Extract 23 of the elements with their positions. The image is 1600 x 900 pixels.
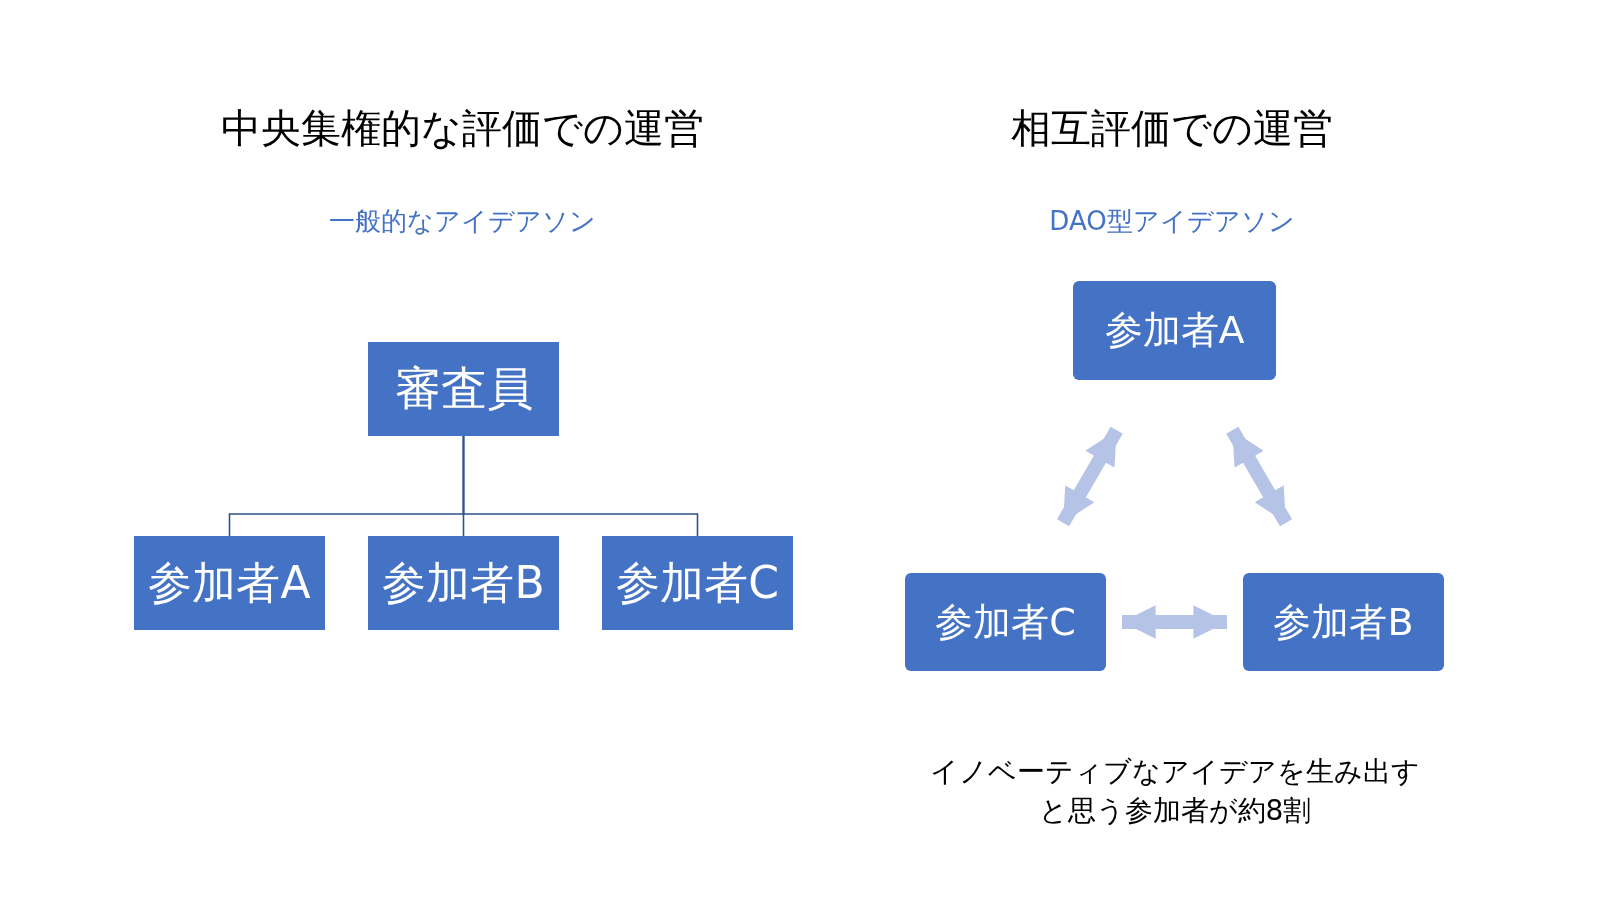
participant-box xyxy=(368,342,559,436)
caption: イノベーティブなアイデアを生み出すと思う参加者が約8割 xyxy=(929,754,1421,830)
participant-box xyxy=(134,536,325,630)
double-arrow xyxy=(1056,426,1123,527)
double-arrow xyxy=(1122,605,1227,639)
box-label: 参加者A xyxy=(148,555,311,610)
box-label: 参加者C xyxy=(935,598,1076,646)
page-title: 相互評価での運営 xyxy=(1010,104,1334,153)
subtitle: DAO型アイデアソン xyxy=(1048,205,1296,238)
box-label: 審査員 xyxy=(394,360,533,417)
page-title: 中央集権的な評価での運営 xyxy=(219,104,705,153)
double-arrow xyxy=(1226,426,1293,527)
box-label: 参加者B xyxy=(382,555,545,610)
box-label: 参加者C xyxy=(616,555,779,610)
box-label: 参加者A xyxy=(1104,307,1245,354)
connector-line xyxy=(462,435,699,537)
subtitle: 一般的なアイデアソン xyxy=(327,205,597,238)
participant-box xyxy=(602,536,793,630)
participant-box xyxy=(1243,573,1444,671)
participant-box xyxy=(905,573,1106,671)
participant-box xyxy=(1073,281,1276,380)
participant-box xyxy=(368,536,559,630)
box-label: 参加者B xyxy=(1273,598,1414,646)
